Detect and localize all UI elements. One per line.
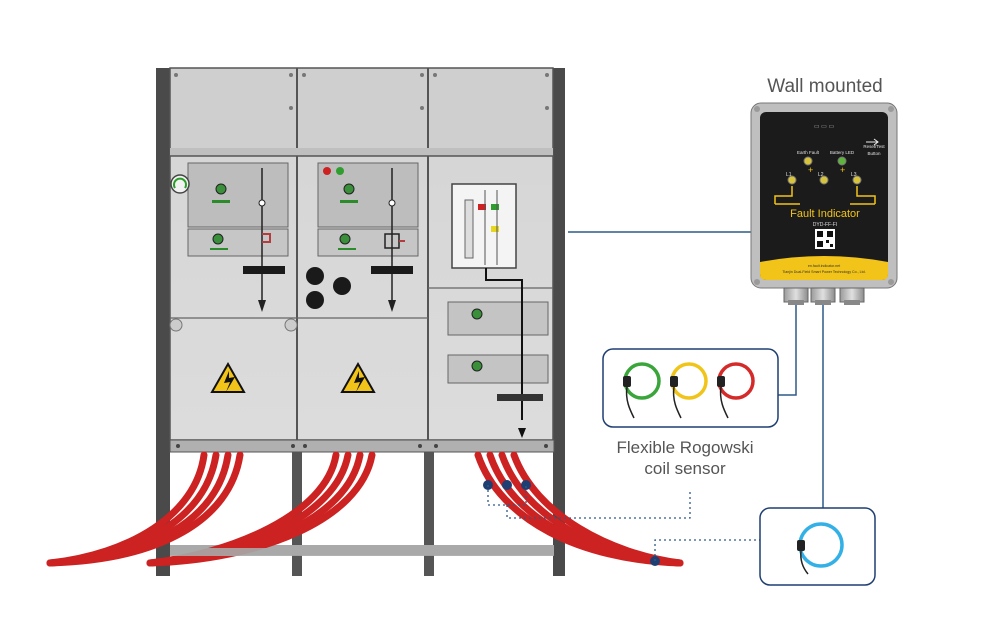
phase-label-l2: L2	[818, 172, 824, 178]
cabinet-post-left	[156, 68, 170, 576]
device-footer-company: Tianjin Dual-Field Smart Power Technolog…	[782, 270, 865, 274]
cable-glands	[784, 288, 864, 305]
rogowski-label-line2: coil sensor	[580, 458, 790, 479]
rogowski-coils-box	[603, 349, 778, 427]
qr-code-icon	[815, 229, 835, 249]
device-title: Fault Indicator	[790, 208, 860, 220]
svg-text:+: +	[840, 165, 845, 175]
rogowski-label-line1: Flexible Rogowski	[580, 437, 790, 458]
wall-mounted-label: Wall mounted	[745, 76, 905, 98]
phase-label-l1: L1	[786, 172, 792, 178]
svg-text:▭ ▭ ▭: ▭ ▭ ▭	[814, 124, 835, 130]
pressure-gauge-icon	[171, 175, 189, 193]
cabinet-post-right	[553, 68, 565, 576]
phase-label-l3: L3	[851, 172, 857, 178]
svg-text:+: +	[808, 165, 813, 175]
device-model: DYD-FF-FI	[813, 222, 837, 228]
battery-led-label: Battery LED	[830, 150, 855, 155]
fault-indicator-device: ▭ ▭ ▭ Earth Fault Battery LED Reset/Test…	[751, 103, 897, 305]
earth-fault-label: Earth Fault	[797, 150, 820, 155]
svg-text:Button: Button	[867, 151, 881, 156]
earth-coil-box	[760, 508, 875, 585]
cabinet-leg	[424, 450, 434, 576]
rogowski-sensor-label: Flexible Rogowski coil sensor	[580, 437, 790, 479]
device-footer-url: en.fault.indicator.net	[808, 264, 840, 268]
